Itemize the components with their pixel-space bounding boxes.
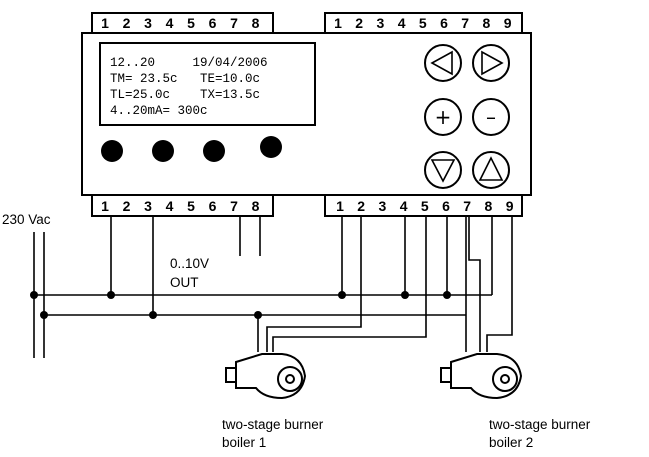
display-line-2: TM= 23.5c TE=10.0c [110, 72, 260, 86]
burner-1-label-line-1: two-stage burner [222, 417, 324, 432]
terminal-number: 4 [166, 198, 174, 214]
terminal-number: 5 [187, 198, 195, 214]
terminal-number: 6 [442, 198, 450, 214]
terminal-number: 9 [504, 15, 512, 31]
burner-2-icon [440, 353, 523, 400]
terminal-number: 7 [461, 15, 469, 31]
minus-icon: – [486, 105, 496, 129]
triangle-right-icon [481, 50, 504, 76]
terminal-number: 6 [440, 15, 448, 31]
key-2[interactable] [152, 140, 174, 162]
output-label: OUT [170, 275, 199, 290]
terminal-number: 4 [400, 198, 408, 214]
terminal-number: 2 [357, 198, 365, 214]
display-line-3: TL=25.0c TX=13.5c [110, 88, 260, 102]
terminal-number: 6 [209, 15, 217, 31]
wires-right [257, 216, 513, 352]
burner-1-icon [225, 353, 307, 400]
terminal-number: 4 [166, 15, 174, 31]
terminal-number: 3 [144, 198, 152, 214]
terminal-number: 3 [379, 198, 387, 214]
triangle-up-icon [478, 156, 504, 181]
terminal-number: 1 [101, 15, 109, 31]
terminal-number: 5 [419, 15, 427, 31]
triangle-left-icon [430, 50, 453, 76]
display-line-4: 4..20mA= 300c [110, 104, 208, 118]
terminal-number: 2 [123, 198, 131, 214]
terminal-number: 3 [144, 15, 152, 31]
terminal-number: 8 [483, 15, 491, 31]
terminal-number: 5 [421, 198, 429, 214]
terminal-number: 7 [230, 15, 238, 31]
terminal-number: 3 [377, 15, 385, 31]
terminal-number: 8 [252, 15, 260, 31]
terminal-number: 5 [187, 15, 195, 31]
terminal-number: 1 [336, 198, 344, 214]
supply-lines [33, 232, 492, 358]
plus-button[interactable]: + [424, 98, 462, 136]
key-1[interactable] [101, 140, 123, 162]
terminal-number: 9 [506, 198, 514, 214]
junction-dots [30, 291, 451, 319]
terminal-number: 6 [209, 198, 217, 214]
minus-button[interactable]: – [472, 98, 510, 136]
terminal-number: 1 [101, 198, 109, 214]
terminal-number: 8 [252, 198, 260, 214]
terminal-number: 4 [398, 15, 406, 31]
terminal-number: 2 [123, 15, 131, 31]
terminal-number: 7 [230, 198, 238, 214]
lcd-display: 12..20 19/04/2006 TM= 23.5c TE=10.0c TL=… [99, 42, 316, 126]
wires-left [110, 216, 261, 315]
output-range-label: 0..10V [170, 256, 209, 271]
triangle-down-icon [430, 159, 456, 183]
key-3[interactable] [203, 140, 225, 162]
key-4[interactable] [260, 136, 282, 158]
terminal-number: 2 [355, 15, 363, 31]
supply-label: 230 Vac [2, 212, 51, 227]
terminal-number: 8 [485, 198, 493, 214]
up-button[interactable] [472, 151, 510, 189]
down-button[interactable] [424, 151, 462, 189]
display-line-1: 12..20 19/04/2006 [110, 56, 268, 70]
left-button[interactable] [424, 44, 462, 82]
burner-2-label-line-2: boiler 2 [489, 435, 533, 450]
terminal-number: 7 [463, 198, 471, 214]
terminal-number: 1 [334, 15, 342, 31]
burner-1-label-line-2: boiler 1 [222, 435, 266, 450]
plus-icon: + [435, 105, 452, 129]
right-button[interactable] [472, 44, 510, 82]
burner-2-label-line-1: two-stage burner [489, 417, 591, 432]
